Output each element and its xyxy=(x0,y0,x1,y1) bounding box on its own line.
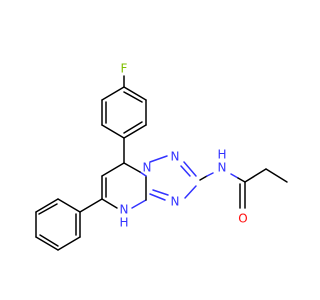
propanamide-chain xyxy=(199,168,288,209)
pyrimidine-ring xyxy=(101,162,147,209)
carbonyl-oxygen-label: O xyxy=(238,212,247,226)
ring-nh-nitrogen-label: N xyxy=(120,203,129,217)
molecule-canvas: F N N N N H N H O xyxy=(35,62,288,251)
triazole-ring xyxy=(149,155,197,201)
amide-nitrogen-label: N xyxy=(218,161,227,175)
amide-hydrogen-label: H xyxy=(217,148,226,162)
fluorophenyl-ring xyxy=(101,75,147,139)
ring-nitrogen-label-n2: N xyxy=(171,150,180,164)
ring-nitrogen-label-n3: N xyxy=(171,195,180,209)
phenyl-ring xyxy=(35,198,103,251)
molecule-structure: F N N N N H N H O xyxy=(35,62,288,251)
ring-nitrogen-label-n1: N xyxy=(143,161,152,175)
ring-nh-hydrogen-label: H xyxy=(119,216,128,230)
fluorine-atom-label: F xyxy=(121,62,128,76)
